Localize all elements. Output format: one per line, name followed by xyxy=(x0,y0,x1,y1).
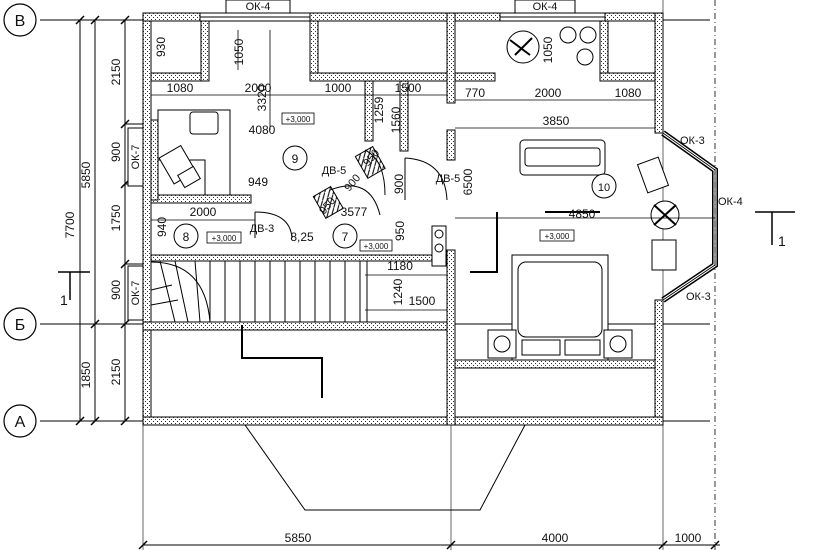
dim-900-b: 900 xyxy=(109,280,123,300)
dim-900-a: 900 xyxy=(109,142,123,162)
axis-label-a: А xyxy=(15,414,26,431)
dim-900-b-inner: 900 xyxy=(392,174,406,194)
bottom-dimension-lines xyxy=(138,540,720,550)
dim-1850: 1850 xyxy=(79,361,93,388)
level-mark-room9: +3,000 xyxy=(281,112,315,125)
dim-930: 930 xyxy=(154,37,168,57)
inner-dimension-lines xyxy=(151,30,715,311)
section-mark-left-label: 1 xyxy=(60,292,68,308)
staircase xyxy=(150,260,368,323)
room-number-10: 10 xyxy=(598,182,610,194)
dim-4850: 4850 xyxy=(569,207,596,221)
dim-1050-a: 1050 xyxy=(232,38,246,65)
dim-2000-b: 2000 xyxy=(535,86,562,100)
dim-940: 940 xyxy=(155,217,169,237)
axis-bubble-v: В xyxy=(3,3,37,37)
kitchen-unit xyxy=(431,225,447,267)
label-ok7-lower: ОК-7 xyxy=(130,281,142,306)
dim-1259: 1259 xyxy=(372,96,386,123)
dim-1180: 1180 xyxy=(387,259,413,273)
room-number-9: 9 xyxy=(292,152,299,166)
dim-3850: 3850 xyxy=(543,114,570,128)
dim-2000-a: 2000 xyxy=(245,81,272,95)
label-ok3-lower: ОК-3 xyxy=(686,291,711,303)
room-number-8: 8 xyxy=(183,230,190,244)
section-mark-right xyxy=(755,211,795,245)
room-bubble-7: 7 xyxy=(332,223,358,249)
interior-walls xyxy=(150,12,656,426)
axis-bubble-a: А xyxy=(3,404,37,438)
section-mark-right-label: 1 xyxy=(778,233,786,249)
bathroom-fixtures xyxy=(506,26,597,66)
dim-1000-bottom: 1000 xyxy=(675,531,702,545)
level-mark-room10: +3,000 xyxy=(539,229,575,242)
window-ok4-left xyxy=(199,0,311,22)
dim-2150-bottom: 2150 xyxy=(109,358,123,385)
sofa-room10 xyxy=(519,139,606,176)
bay-furniture xyxy=(636,156,680,271)
level-mark-room7: +3,000 xyxy=(359,239,393,252)
dim-1080-a: 1080 xyxy=(167,81,194,95)
axis-label-v: В xyxy=(15,13,26,30)
room-bubble-10: 10 xyxy=(591,173,617,199)
dim-4080: 4080 xyxy=(249,123,276,137)
window-ok4-right xyxy=(499,0,606,22)
label-dv5-a: ДВ-5 xyxy=(322,165,347,177)
dim-949: 949 xyxy=(248,175,268,189)
dim-1050-b: 1050 xyxy=(541,36,555,63)
room-bubble-8: 8 xyxy=(173,223,199,249)
desk-room9 xyxy=(157,109,231,196)
label-ok4-right: ОК-4 xyxy=(718,196,743,208)
dim-3320: 3320 xyxy=(255,84,269,111)
dim-950-c: 950 xyxy=(393,221,407,241)
window-ok7-upper xyxy=(127,127,144,187)
label-dv3: ДВ-3 xyxy=(250,223,275,235)
dim-1500-a: 1500 xyxy=(395,81,422,95)
dim-3577: 3577 xyxy=(341,205,368,219)
room-bubble-9: 9 xyxy=(282,145,308,171)
dim-6500: 6500 xyxy=(461,168,475,195)
roof-outline xyxy=(244,424,526,511)
dim-4000-bottom: 4000 xyxy=(542,531,569,545)
dim-1080-b: 1080 xyxy=(615,86,642,100)
dim-1750: 1750 xyxy=(109,204,123,231)
dim-5850-bottom: 5850 xyxy=(285,531,312,545)
axis-label-b: Б xyxy=(15,317,26,334)
level-room7-text: +3,000 xyxy=(364,242,389,251)
partition-lines xyxy=(241,211,600,398)
dim-2000-c: 2000 xyxy=(190,205,217,219)
dim-1560: 1560 xyxy=(389,106,403,133)
dim-1240: 1240 xyxy=(391,278,405,305)
label-ok3-upper: ОК-3 xyxy=(680,135,705,147)
door-leaves-dv5 xyxy=(312,145,386,219)
window-ok7-lower xyxy=(127,265,144,321)
dim-7700: 7700 xyxy=(63,211,77,238)
dim-5850-left: 5850 xyxy=(79,161,93,188)
level-room10-text: +3,000 xyxy=(545,232,570,241)
dim-770: 770 xyxy=(465,86,485,100)
label-ok4-top-left: ОК-4 xyxy=(246,1,271,13)
level-mark-room8: +3,000 xyxy=(206,231,242,244)
section-mark-left xyxy=(58,271,90,300)
label-dv5-b: ДВ-5 xyxy=(436,173,461,185)
label-ok4-top-right: ОК-4 xyxy=(533,1,558,13)
level-room9-text: +3,000 xyxy=(286,115,311,124)
dim-1500-b: 1500 xyxy=(409,294,436,308)
dim-1000: 1000 xyxy=(325,81,352,95)
area-room-7: 8,25 xyxy=(290,230,314,244)
dim-2150-top: 2150 xyxy=(109,58,123,85)
label-ok7-upper: ОК-7 xyxy=(130,145,142,170)
bed xyxy=(487,254,633,361)
axis-bubble-b: Б xyxy=(3,307,37,341)
level-room8-text: +3,000 xyxy=(212,234,237,243)
room-number-7: 7 xyxy=(342,230,349,244)
